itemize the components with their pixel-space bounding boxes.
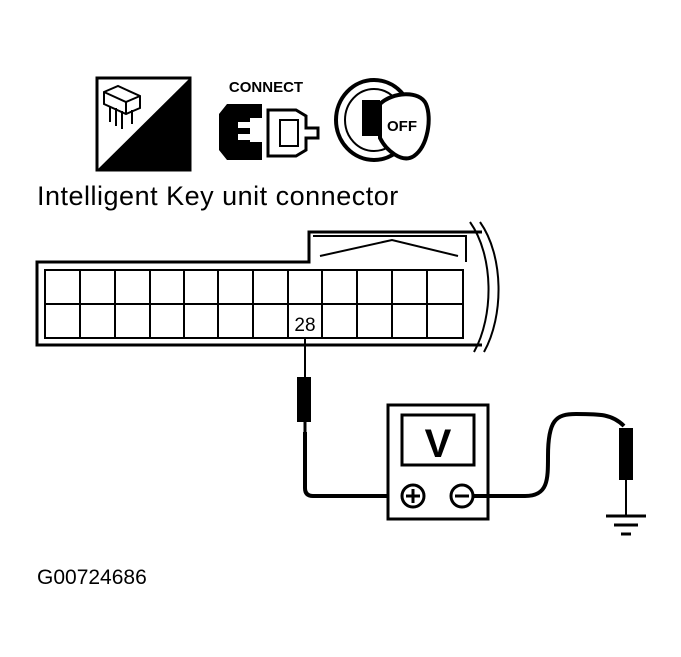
terminal-28-label: 28 [294,315,315,336]
ground-symbol-icon [606,514,646,536]
connector-body [35,221,500,353]
ignition-key-off-icon: OFF [334,78,431,162]
harness-side-icon: H.S. [95,76,192,172]
figure-id: G00724686 [37,566,147,589]
voltmeter-display-label: V [425,422,452,466]
minus-terminal-icon [449,483,475,509]
positive-test-probe [297,338,311,432]
negative-test-probe [619,428,633,516]
harness-connector-sketch [103,84,141,129]
plus-terminal-icon [400,483,426,509]
negative-lead-wire [473,411,626,498]
connect-label: CONNECT [229,79,303,96]
connect-connector-icon: CONNECT [219,79,320,160]
off-label: OFF [387,118,417,135]
hs-label: H.S. [125,142,166,165]
connector-title: Intelligent Key unit connector [37,181,399,211]
voltmeter: V [386,403,490,521]
positive-lead-wire [303,432,396,498]
